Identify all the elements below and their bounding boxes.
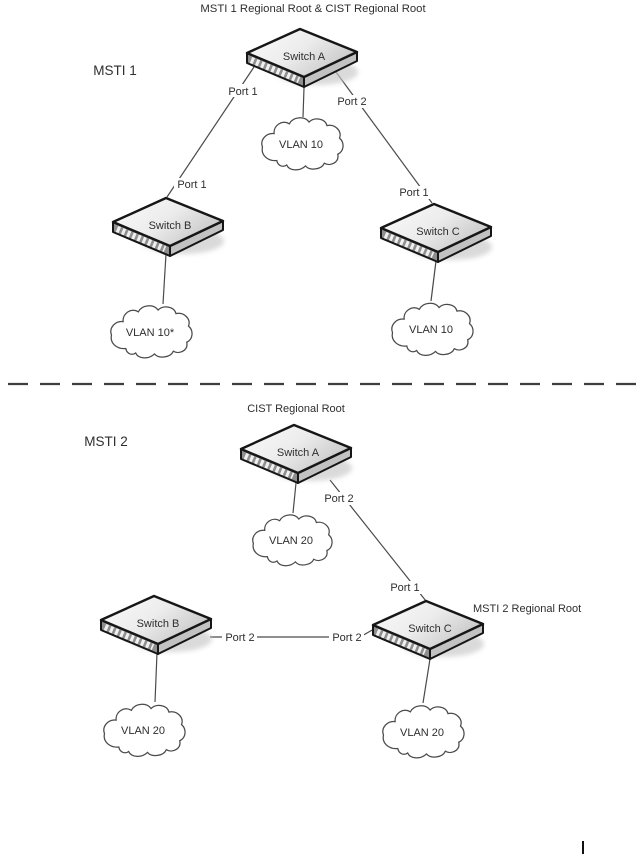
msti2-switch-c-port2-label: Port 2 [329, 631, 364, 644]
msti1-switch-c-port1-label: Port 1 [396, 186, 431, 199]
msti2-vlan-a-label: VLAN 20 [269, 535, 313, 547]
msti2-switch-a-label: Switch A [277, 447, 320, 459]
msti1-switch-a-port1-label: Port 1 [226, 84, 261, 98]
svg-text:Port 2: Port 2 [337, 96, 366, 108]
svg-text:Port 2: Port 2 [324, 493, 353, 505]
label-background [329, 631, 364, 644]
link-msti2-switchc-vlan [422, 658, 431, 704]
msti1-switch-c-label: Switch C [416, 226, 459, 238]
label-background [387, 581, 422, 594]
link-msti2-switcha-vlan [292, 482, 297, 514]
link-msti1-switcha-switchc [335, 71, 433, 204]
msti2-section: CIST Regional Root MSTI 2 Switch A Switc… [84, 403, 581, 759]
svg-text:Port 1: Port 1 [399, 187, 428, 199]
link-msti1-switchc-vlan [430, 260, 437, 302]
svg-text:Port 2: Port 2 [332, 632, 361, 644]
msti1-title: MSTI 1 Regional Root & CIST Regional Roo… [200, 3, 426, 15]
link-msti2-switchb-vlan [154, 652, 158, 703]
msti2-switch-a-port2-label: Port 2 [321, 492, 356, 505]
link-msti1-switchb-vlan [162, 253, 167, 305]
label-background [321, 492, 356, 505]
msti2-vlan-b-label: VLAN 20 [121, 725, 165, 737]
msti1-switch-b-port1-label: Port 1 [174, 178, 209, 191]
msti2-switch-c-port1-label: Port 1 [387, 581, 422, 594]
label-background [174, 178, 209, 191]
msti1-region-label: MSTI 1 [93, 63, 137, 78]
msti2-vlan-c-label: VLAN 20 [400, 727, 444, 739]
msti1-switch-a-port2-label: Port 2 [334, 95, 369, 108]
msti1-switch-b-label: Switch B [149, 220, 192, 232]
svg-text:Port 1: Port 1 [177, 179, 206, 191]
label-background [222, 631, 257, 644]
svg-text:Port 2: Port 2 [225, 632, 254, 644]
link-msti1-switcha-vlan [302, 87, 305, 118]
msti1-switch-a-label: Switch A [283, 51, 326, 63]
msti2-region-label: MSTI 2 [84, 434, 128, 449]
msti2-cist-root-title: CIST Regional Root [247, 403, 345, 415]
msti1-section: MSTI 1 Regional Root & CIST Regional Roo… [93, 3, 492, 359]
svg-text:Port 1: Port 1 [228, 86, 257, 98]
label-background [226, 84, 261, 97]
msti1-vlan-c-label: VLAN 10 [409, 324, 453, 336]
msti1-vlan-a-label: VLAN 10 [279, 139, 323, 151]
label-background [334, 95, 369, 108]
label-background [396, 186, 431, 199]
msti2-switch-b-label: Switch B [137, 618, 180, 630]
msti1-vlan-b-label: VLAN 10* [126, 327, 175, 339]
msti2-switch-c-label: Switch C [408, 623, 451, 635]
svg-text:Port 1: Port 1 [390, 582, 419, 594]
msti2-switch-b-port2-label: Port 2 [222, 631, 257, 644]
msti2-root-label: MSTI 2 Regional Root [473, 603, 581, 615]
